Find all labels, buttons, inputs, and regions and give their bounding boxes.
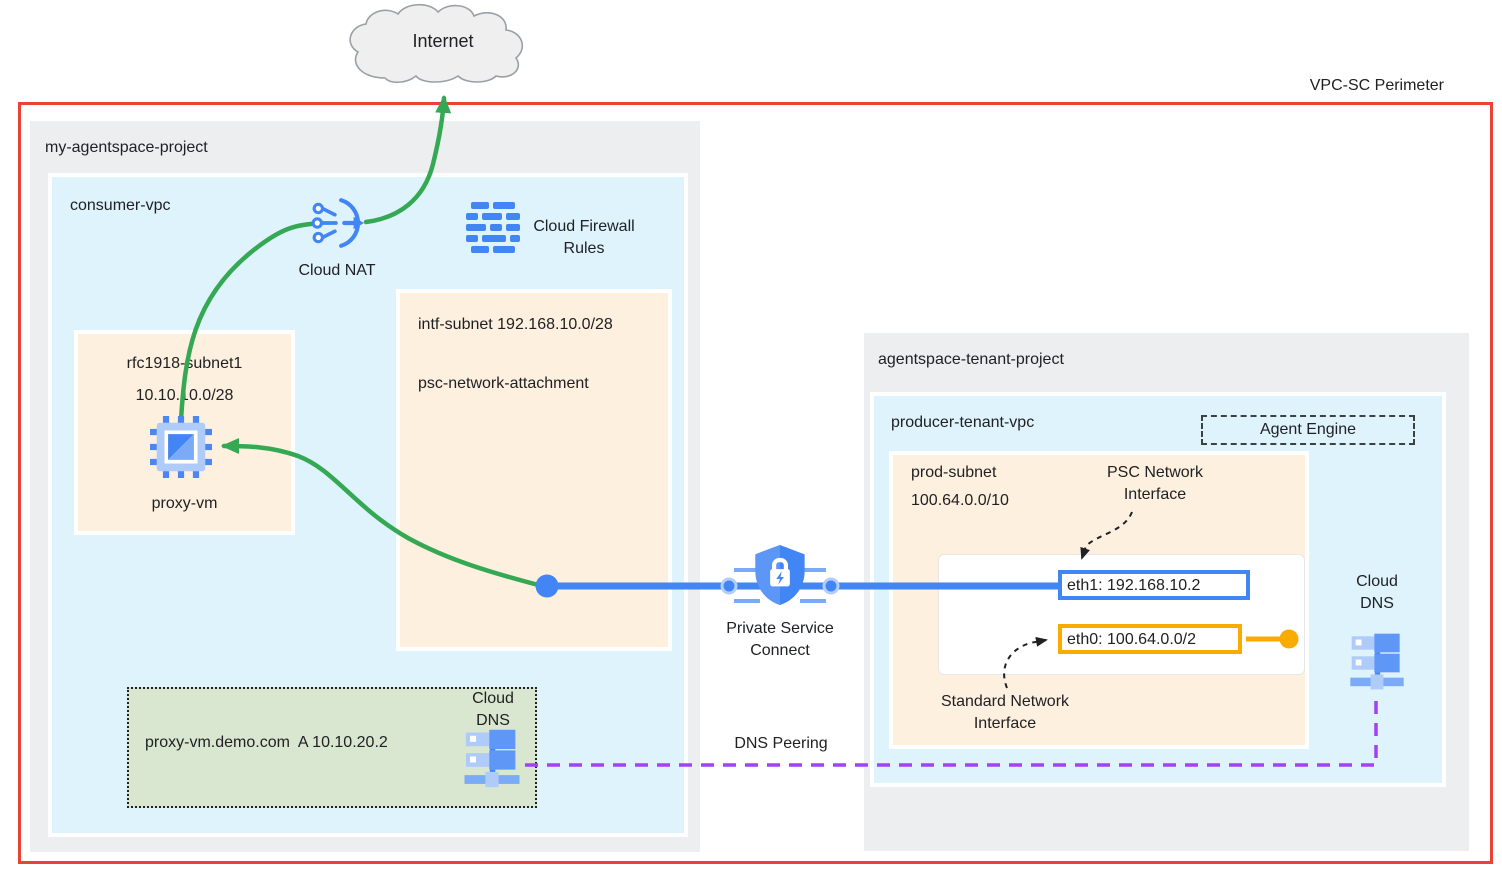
tenant-cloud-dns-label: Cloud DNS xyxy=(1346,571,1408,615)
proxy-vm-label: proxy-vm xyxy=(151,495,218,512)
tenant-cloud-dns-label-line2: DNS xyxy=(1360,595,1394,612)
cloud-firewall-label-line1: Cloud Firewall xyxy=(533,218,635,235)
my-agentspace-project-title: my-agentspace-project xyxy=(45,139,208,156)
proxy-vm-icon xyxy=(150,416,212,478)
internet-label: Internet xyxy=(412,31,474,51)
vpc-sc-perimeter-box xyxy=(18,102,1493,864)
rfc1918-subnet-name: rfc1918-subnet1 xyxy=(126,355,243,372)
standard-network-interface-label-line1: Standard Network xyxy=(940,693,1070,710)
psc-network-interface-label-line1: PSC Network xyxy=(1106,464,1204,481)
cloud-firewall-icon xyxy=(466,202,520,257)
internet-cloud xyxy=(340,0,550,95)
dns-zone-cloud-dns-label: Cloud DNS xyxy=(462,688,524,732)
dns-zone-cloud-dns-icon xyxy=(459,727,525,793)
prod-subnet-name: prod-subnet xyxy=(911,464,997,481)
cloud-firewall-label: Cloud Firewall Rules xyxy=(504,216,664,260)
agent-engine-label: Agent Engine xyxy=(1259,421,1357,438)
rfc1918-subnet-cidr: 10.10.10.0/28 xyxy=(135,387,234,404)
eth1-interface: eth1: 192.168.10.2 xyxy=(1058,570,1250,600)
dns-zone-cloud-dns-label-line1: Cloud xyxy=(472,690,514,707)
consumer-vpc-title: consumer-vpc xyxy=(70,197,171,214)
cloud-nat-icon xyxy=(310,195,366,251)
agentspace-tenant-project-title: agentspace-tenant-project xyxy=(878,351,1064,368)
private-service-connect-label-line2: Connect xyxy=(750,642,810,659)
dns-record: proxy-vm.demo.com A 10.10.20.2 xyxy=(145,734,388,751)
dns-zone-cloud-dns-label-line2: DNS xyxy=(476,712,510,729)
standard-network-interface-label: Standard Network Interface xyxy=(919,691,1091,735)
psc-network-interface-label: PSC Network Interface xyxy=(1080,462,1230,506)
prod-subnet-cidr: 100.64.0.0/10 xyxy=(911,492,1009,509)
internet-cloud-shape xyxy=(349,3,524,84)
intf-subnet-box xyxy=(396,289,672,651)
tenant-cloud-dns-label-line1: Cloud xyxy=(1356,573,1398,590)
intf-subnet-label: intf-subnet 192.168.10.0/28 xyxy=(418,316,613,333)
dns-peering-label: DNS Peering xyxy=(734,735,828,752)
psc-network-interface-label-line2: Interface xyxy=(1123,486,1187,503)
private-service-connect-label-line1: Private Service xyxy=(726,620,834,637)
cloud-nat-label: Cloud NAT xyxy=(298,262,376,279)
eth0-interface: eth0: 100.64.0.0/2 xyxy=(1058,624,1242,654)
standard-network-interface-label-line2: Interface xyxy=(973,715,1037,732)
cloud-firewall-label-line2: Rules xyxy=(563,240,605,257)
producer-tenant-vpc-title: producer-tenant-vpc xyxy=(891,414,1035,431)
private-service-connect-icon xyxy=(750,543,810,607)
private-service-connect-label: Private Service Connect xyxy=(705,618,855,662)
tenant-cloud-dns-icon xyxy=(1345,630,1409,696)
psc-network-attachment-label: psc-network-attachment xyxy=(418,375,589,392)
vpc-sc-perimeter-label: VPC-SC Perimeter xyxy=(1309,77,1444,94)
agent-engine-box: Agent Engine xyxy=(1201,415,1415,445)
